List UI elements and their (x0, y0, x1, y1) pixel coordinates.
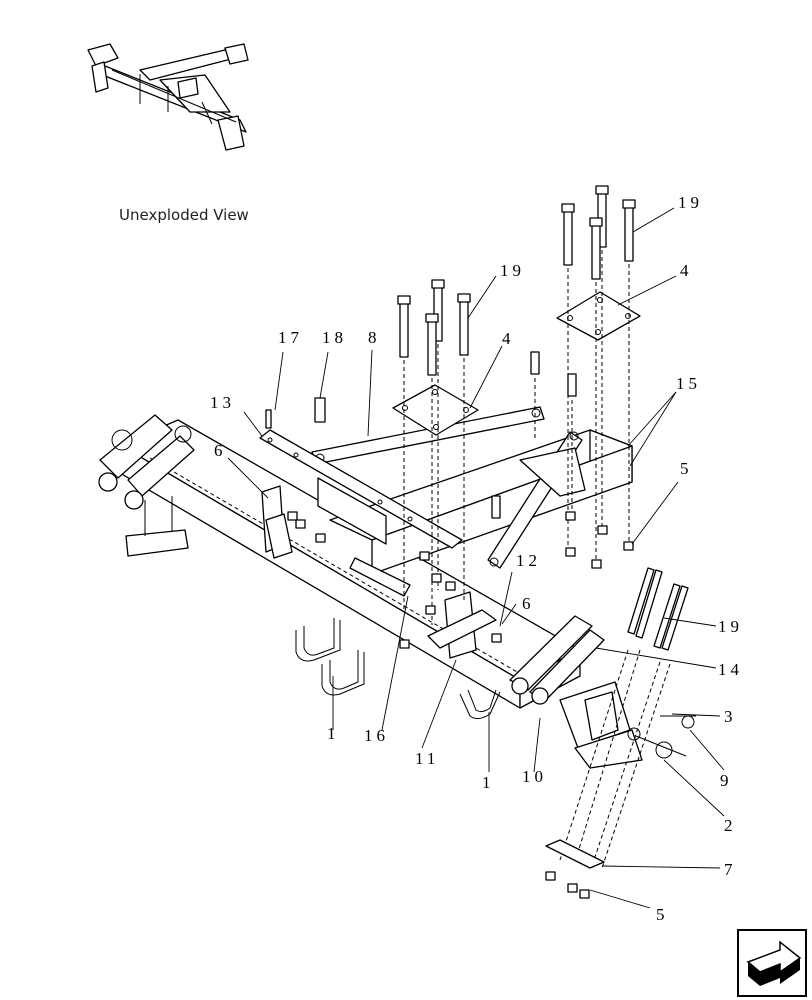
bolt-17 (265, 409, 272, 429)
next-page-button[interactable] (737, 929, 807, 997)
unexploded-view-caption: Unexploded View (119, 206, 249, 224)
leader-lines (227, 207, 725, 909)
callout-19-center: 19 (500, 261, 525, 280)
callout-labels: 19 19 4 4 17 18 8 15 13 6 5 12 6 19 14 3… (210, 193, 743, 924)
next-page-arrow-icon (746, 940, 802, 986)
bolt-group-19-center (397, 279, 471, 376)
callout-4-center: 4 (502, 329, 515, 348)
callout-7: 7 (724, 860, 737, 879)
plate-7 (545, 839, 605, 869)
bolt-group-19-right (561, 185, 636, 280)
assembly-lines (403, 250, 671, 869)
callout-3: 3 (724, 707, 737, 726)
bolt-18 (314, 397, 326, 423)
callout-19-lower: 19 (718, 617, 743, 636)
callout-6-left: 6 (214, 441, 227, 460)
callout-18: 18 (322, 328, 347, 347)
callout-14: 10 (522, 767, 547, 786)
callout-1-right: 1 (482, 773, 495, 792)
callout-8: 8 (368, 328, 381, 347)
callout-19-top: 19 (678, 193, 703, 212)
callout-11: 13 (210, 393, 235, 412)
callout-17: 17 (278, 328, 303, 347)
callout-4-right: 4 (680, 261, 693, 280)
callout-1-left: 1 (327, 724, 340, 743)
nuts (287, 511, 634, 899)
callout-5-top: 5 (680, 459, 693, 478)
bolt-group-19-lower (627, 567, 689, 651)
plate-4-center (392, 384, 479, 436)
unexploded-thumbnail (87, 43, 249, 151)
callout-15: 9 (720, 771, 733, 790)
callout-13: 15 (676, 374, 701, 393)
callout-9: 11 (415, 749, 439, 768)
callout-16: 16 (364, 726, 389, 745)
callout-5-bottom: 5 (656, 905, 669, 924)
hitch-pins (627, 715, 696, 759)
callout-10: 12 (516, 551, 541, 570)
left-hitch (98, 414, 195, 557)
u-bolts (295, 618, 501, 720)
bracket-bar (259, 429, 463, 549)
callout-12: 14 (718, 660, 743, 679)
plate-16 (349, 557, 411, 597)
callout-2: 2 (724, 816, 737, 835)
callout-6-right: 6 (522, 594, 535, 613)
